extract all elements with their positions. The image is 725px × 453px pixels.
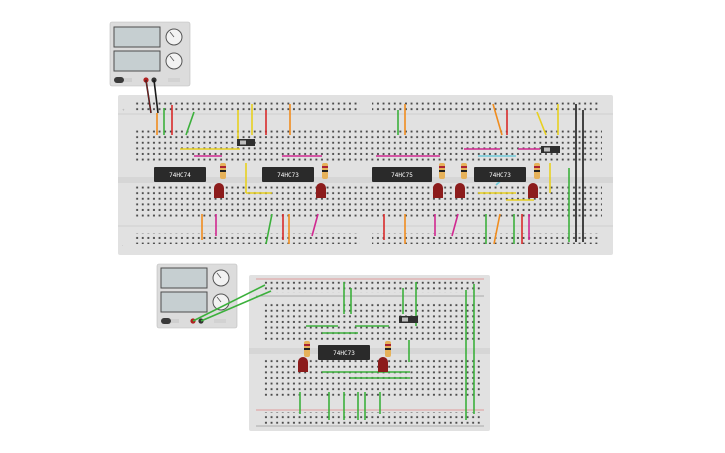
ic-chip[interactable]: 74HC73 bbox=[318, 345, 370, 360]
led[interactable] bbox=[378, 357, 388, 372]
svg-text:+: + bbox=[122, 108, 125, 112]
chip-label: 74HC73 bbox=[277, 172, 299, 179]
led[interactable] bbox=[455, 183, 465, 198]
led[interactable] bbox=[316, 183, 326, 198]
breadboard-secondary[interactable] bbox=[249, 275, 490, 431]
wires-main bbox=[145, 79, 584, 245]
power-supply-bottom[interactable] bbox=[156, 263, 238, 329]
slide-switch[interactable] bbox=[237, 139, 255, 146]
chip-label: 74HC74 bbox=[169, 172, 191, 179]
ic-chip[interactable]: 74HC75 bbox=[372, 167, 432, 182]
led[interactable] bbox=[214, 183, 224, 198]
slide-switch[interactable] bbox=[399, 316, 418, 323]
chip-label: 74HC75 bbox=[391, 172, 413, 179]
breadboard-main[interactable]: + - bbox=[118, 95, 613, 255]
resistor[interactable] bbox=[322, 163, 328, 179]
ic-chip[interactable]: 74HC73 bbox=[262, 167, 314, 182]
resistor[interactable] bbox=[461, 163, 467, 179]
wires-secondary bbox=[192, 282, 475, 420]
slide-switch[interactable] bbox=[541, 146, 560, 153]
chip-label: 74HC73 bbox=[489, 172, 511, 179]
led[interactable] bbox=[298, 357, 308, 372]
led[interactable] bbox=[433, 183, 443, 198]
resistor[interactable] bbox=[439, 163, 445, 179]
power-supply-top[interactable] bbox=[109, 21, 191, 87]
power-switch-bottom[interactable] bbox=[161, 318, 171, 324]
led[interactable] bbox=[528, 183, 538, 198]
resistor[interactable] bbox=[534, 163, 540, 179]
resistor[interactable] bbox=[304, 341, 310, 357]
chip-label: 74HC73 bbox=[333, 350, 355, 357]
ic-chip[interactable]: 74HC73 bbox=[474, 167, 526, 182]
resistor[interactable] bbox=[220, 163, 226, 179]
ic-chip[interactable]: 74HC74 bbox=[154, 167, 206, 182]
power-switch-top[interactable] bbox=[114, 77, 124, 83]
svg-text:-: - bbox=[122, 243, 123, 247]
resistor[interactable] bbox=[385, 341, 391, 357]
